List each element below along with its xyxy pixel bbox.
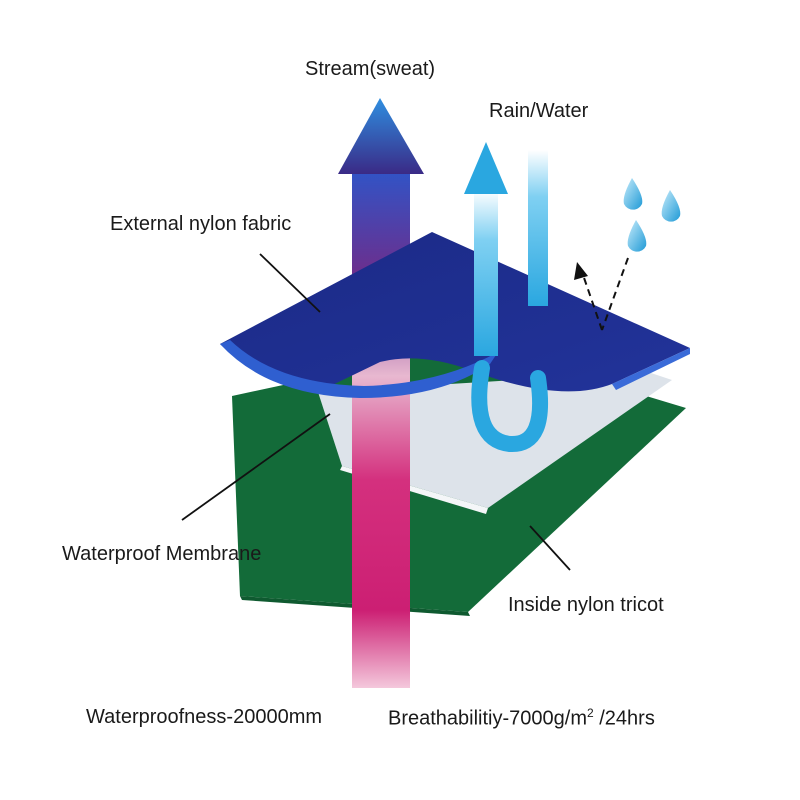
external-fabric-layer: [220, 232, 690, 392]
rain-arrow-stem: [474, 190, 498, 356]
inside-tricot-label: Inside nylon tricot: [508, 594, 664, 616]
steam-arrow-head: [338, 98, 424, 174]
external-fabric-leader: [259, 253, 321, 313]
external-fabric-label: External nylon fabric: [110, 213, 292, 235]
external-fabric-right-edge: [612, 348, 690, 390]
membrane-label: Waterproof Membrane: [62, 543, 262, 565]
steam-label: Stream(sweat): [305, 58, 436, 80]
rain-arrow-head: [464, 142, 508, 194]
breathability-suffix: /24hrs: [593, 707, 655, 730]
external-fabric-curl: [220, 340, 498, 398]
breathability-exponent: 2: [587, 706, 594, 720]
water-drop-icon: [623, 178, 643, 210]
tricot-leader: [529, 525, 571, 571]
breathability-prefix: Breathabilitiy-7000g/m: [388, 707, 587, 730]
rain-label: Rain/Water: [489, 100, 589, 122]
rain-stream: [528, 150, 548, 306]
waterproofness-label: Waterproofness-20000mm: [86, 706, 323, 728]
water-drop-icon: [661, 190, 681, 222]
steam-arrow-stem: [352, 168, 410, 688]
membrane-leader: [181, 413, 331, 521]
water-loop: [471, 360, 549, 452]
breathability-label: Breathabilitiy-7000g/m2 /24hrs: [388, 706, 655, 731]
water-drop-icon: [627, 220, 647, 252]
deflection-arrow-icon: [574, 257, 629, 331]
